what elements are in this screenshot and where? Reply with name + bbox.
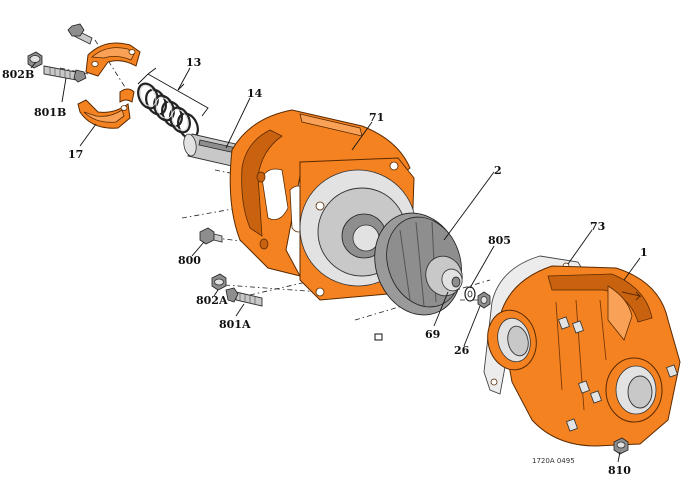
stud-801a (225, 287, 263, 307)
bolt-axis-802b (59, 67, 89, 75)
callout-73: 73 (590, 220, 605, 233)
clamp-upper-half (85, 42, 141, 77)
callout-800: 800 (178, 254, 201, 267)
callout-71: 71 (369, 111, 384, 124)
nut-802a (211, 273, 227, 291)
bolt-axis-802a (224, 284, 321, 293)
callout-17: 17 (68, 148, 83, 161)
callout-802a: 802A (196, 294, 228, 307)
callout-810: 810 (608, 464, 631, 477)
callout-801b: 801B (34, 106, 66, 119)
bolt-top-clamp (67, 23, 93, 45)
clamp-lower-half (77, 88, 135, 129)
bracket-71 (229, 109, 417, 301)
callout-1: 1 (640, 246, 648, 259)
callout-802b: 802B (2, 68, 34, 81)
callout-2: 2 (494, 164, 502, 177)
callout-801a: 801A (219, 318, 251, 331)
nut-26 (477, 291, 491, 309)
callout-13: 13 (186, 56, 201, 69)
leader-lines (30, 61, 641, 463)
pump-casing-1 (487, 265, 681, 447)
callout-14: 14 (247, 87, 263, 100)
callout-805: 805 (488, 234, 511, 247)
casing-stud (558, 316, 678, 432)
callout-69: 69 (425, 328, 440, 341)
plug-810 (613, 437, 629, 455)
bolt-802b (27, 51, 43, 69)
washer-805 (464, 286, 476, 302)
reference-marker (374, 333, 383, 341)
drawing-code: 1720A 0495 (532, 457, 575, 465)
callout-26: 26 (454, 344, 470, 357)
spring-13 (137, 82, 199, 140)
bolt-800 (199, 227, 223, 245)
impeller-2 (374, 212, 463, 316)
stud-801b (43, 65, 87, 83)
